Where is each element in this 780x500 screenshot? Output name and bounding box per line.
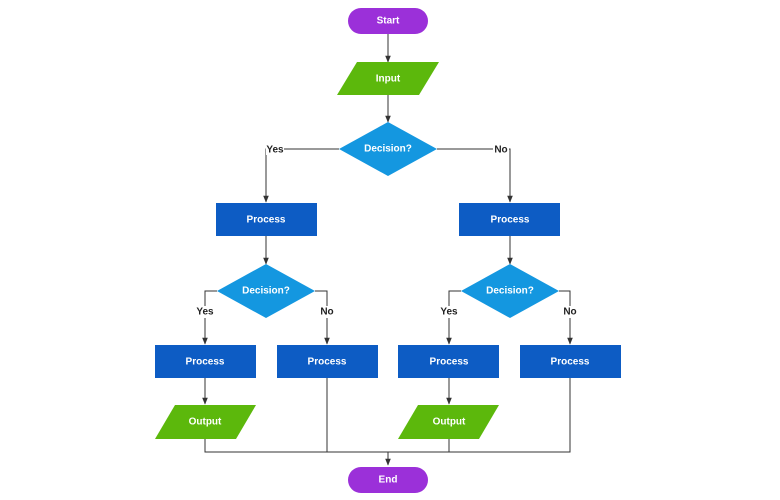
process-left-shape bbox=[216, 203, 317, 236]
end-terminal[interactable]: End bbox=[348, 467, 428, 493]
decision-main-shape bbox=[339, 122, 437, 176]
start-terminal-label: Start bbox=[377, 16, 400, 27]
start-terminal-shape bbox=[348, 8, 428, 34]
output-right-node[interactable]: Output bbox=[398, 405, 499, 439]
output-right-label: Output bbox=[433, 417, 466, 428]
process-rl-label: Process bbox=[430, 357, 469, 368]
input-io-shape bbox=[337, 62, 439, 95]
process-right-label: Process bbox=[491, 215, 530, 226]
edge-label-right-yes: Yes bbox=[440, 307, 458, 318]
process-lr-label: Process bbox=[308, 357, 347, 368]
process-lr-node[interactable]: Process bbox=[277, 345, 378, 378]
process-right-shape bbox=[459, 203, 560, 236]
process-lr-shape bbox=[277, 345, 378, 378]
process-left-node[interactable]: Process bbox=[216, 203, 317, 236]
output-left-node[interactable]: Output bbox=[155, 405, 256, 439]
output-left-shape bbox=[155, 405, 256, 439]
input-io-label: Input bbox=[376, 74, 401, 85]
edge-decision-right-no bbox=[559, 290, 573, 345]
decision-main-node[interactable]: Decision? bbox=[339, 122, 437, 176]
edge-label-left-no: No bbox=[320, 307, 333, 318]
process-rl-shape bbox=[398, 345, 499, 378]
edge-decision-left-yes bbox=[202, 290, 217, 345]
decision-main-label: Decision? bbox=[364, 144, 412, 155]
edges bbox=[202, 34, 573, 466]
process-ll-label: Process bbox=[186, 357, 225, 368]
decision-left-shape bbox=[217, 264, 315, 318]
edge-output-right-to-merge bbox=[388, 439, 450, 453]
input-io-node[interactable]: Input bbox=[337, 62, 439, 95]
process-right-node[interactable]: Process bbox=[459, 203, 560, 236]
edge-decision-left-no bbox=[315, 290, 330, 345]
decision-left-node[interactable]: Decision? bbox=[217, 264, 315, 318]
edge-decision-right-yes bbox=[446, 290, 461, 345]
output-left-label: Output bbox=[189, 417, 222, 428]
output-right-shape bbox=[398, 405, 499, 439]
process-rr-node[interactable]: Process bbox=[520, 345, 621, 378]
decision-right-label: Decision? bbox=[486, 286, 534, 297]
edge-decision-yes-to-process-left bbox=[263, 148, 339, 203]
edge-label-left-yes: Yes bbox=[196, 307, 214, 318]
process-ll-shape bbox=[155, 345, 256, 378]
end-terminal-shape bbox=[348, 467, 428, 493]
start-terminal[interactable]: Start bbox=[348, 8, 428, 34]
process-left-label: Process bbox=[247, 215, 286, 226]
decision-left-label: Decision? bbox=[242, 286, 290, 297]
edge-labels: Yes No Yes No Yes No bbox=[196, 143, 578, 318]
decision-right-node[interactable]: Decision? bbox=[461, 264, 559, 318]
edge-decision-no-to-process-right bbox=[437, 148, 513, 203]
process-rl-node[interactable]: Process bbox=[398, 345, 499, 378]
process-rr-shape bbox=[520, 345, 621, 378]
edge-label-main-yes: Yes bbox=[266, 145, 284, 156]
decision-right-shape bbox=[461, 264, 559, 318]
edge-label-right-no: No bbox=[563, 307, 576, 318]
nodes: Start Input Decision? Process Process De… bbox=[155, 8, 621, 493]
edge-process-rr-to-merge bbox=[388, 378, 571, 453]
edge-label-main-no: No bbox=[494, 145, 507, 156]
process-ll-node[interactable]: Process bbox=[155, 345, 256, 378]
edge-output-left-to-merge bbox=[204, 439, 388, 453]
process-rr-label: Process bbox=[551, 357, 590, 368]
end-terminal-label: End bbox=[379, 475, 398, 486]
